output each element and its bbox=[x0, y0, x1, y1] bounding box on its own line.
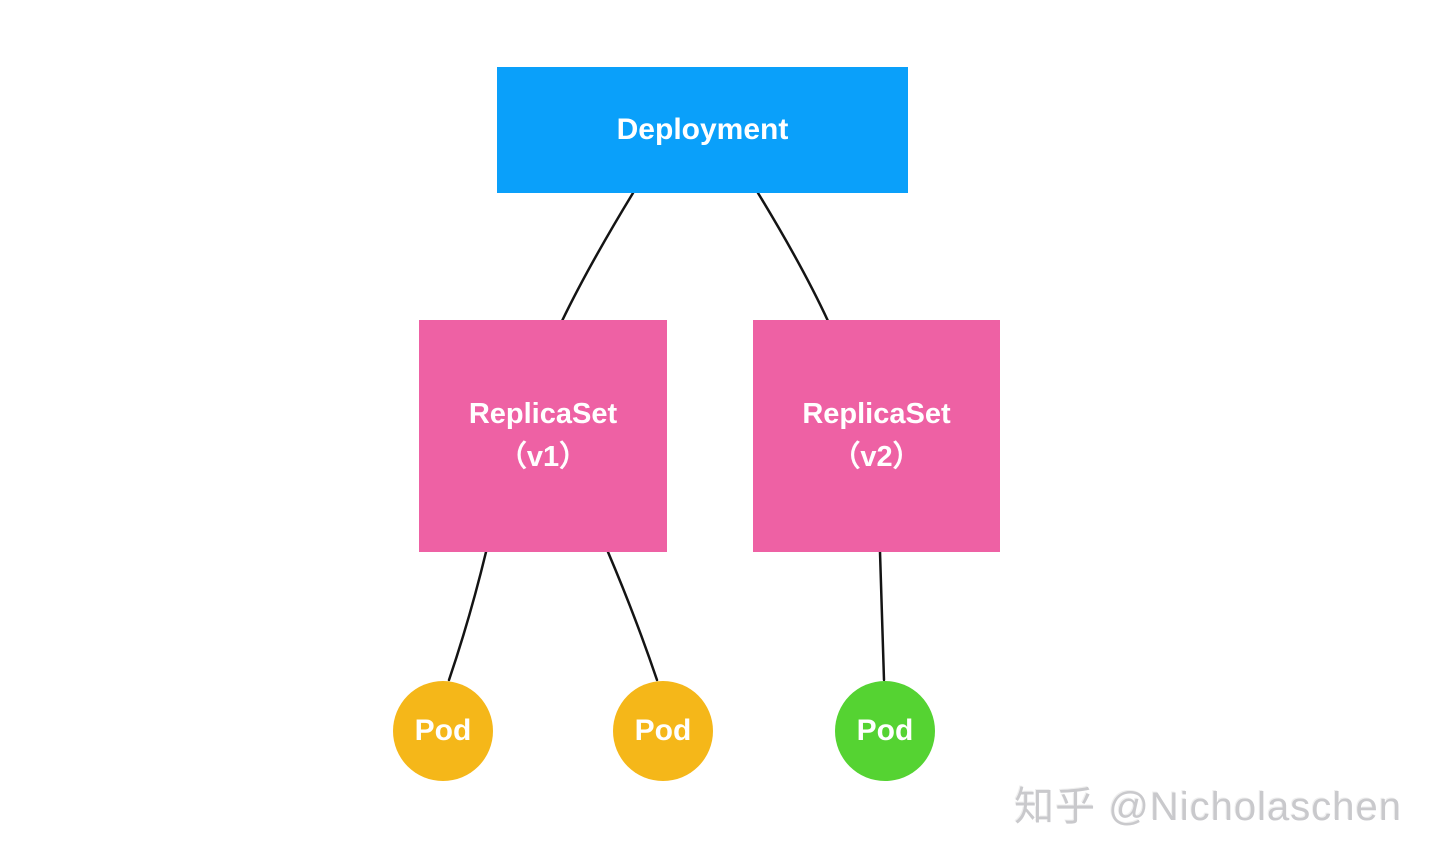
zhihu-watermark: 知乎 @Nicholaschen bbox=[1014, 785, 1402, 829]
replicaset-v2-node-sublabel: （v2） bbox=[831, 441, 922, 473]
pod-2-node: Pod bbox=[613, 681, 713, 781]
replicaset-v1-node-label: ReplicaSet bbox=[468, 398, 618, 430]
edge-deployment-to-replicaset-v1 bbox=[560, 191, 635, 323]
edge-deployment-to-replicaset-v2 bbox=[756, 191, 830, 323]
replicaset-v1-node: ReplicaSet （v1） bbox=[419, 320, 667, 552]
deployment-node-label: Deployment bbox=[616, 113, 789, 146]
pod-3-node: Pod bbox=[835, 681, 935, 781]
pod-1-node-label: Pod bbox=[414, 714, 472, 747]
replicaset-v1-node-sublabel: （v1） bbox=[497, 441, 589, 473]
edge-replicaset-v1-to-pod-2 bbox=[606, 550, 659, 682]
edge-replicaset-v2-to-pod-3 bbox=[878, 550, 886, 682]
pod-1-node: Pod bbox=[393, 681, 493, 781]
pod-2-node-label: Pod bbox=[634, 714, 692, 747]
replicaset-v2-node-label: ReplicaSet bbox=[802, 398, 951, 430]
deployment-node: Deployment bbox=[497, 67, 908, 193]
replicaset-v2-node: ReplicaSet （v2） bbox=[753, 320, 1000, 552]
edge-replicaset-v1-to-pod-1 bbox=[447, 550, 488, 682]
pod-3-node-label: Pod bbox=[856, 714, 914, 747]
